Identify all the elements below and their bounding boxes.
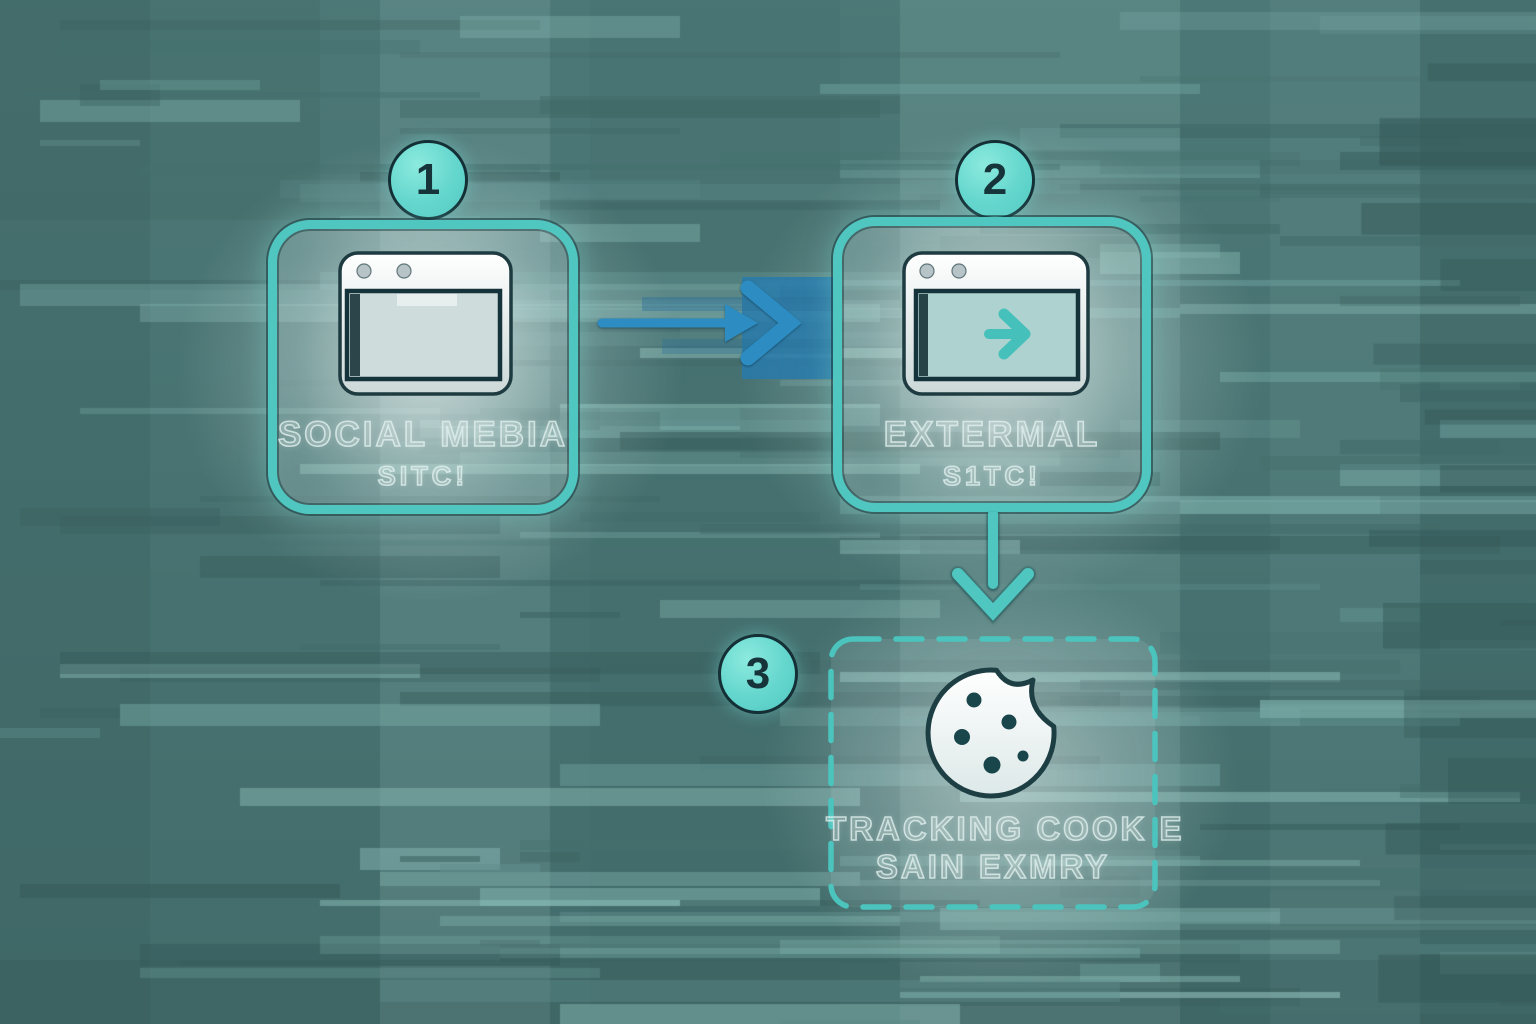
window-dot-icon	[951, 263, 967, 279]
step-3-title: TRACKING COOK E	[825, 809, 1185, 848]
blue-glitch-streak	[642, 297, 840, 311]
step-3-subtitle: SAIN EXMRY	[875, 847, 1111, 886]
cookie-chip	[1017, 750, 1029, 762]
step-1-subtitle: SITC!	[377, 460, 469, 492]
step-2-number: 2	[982, 155, 1008, 204]
browser-window-redirect-icon	[902, 251, 1090, 396]
step-1-badge: 1	[388, 140, 468, 220]
step-2-subtitle: S1TC!	[942, 460, 1041, 492]
flow-arrow-right-icon	[597, 280, 802, 366]
step-1-title: SOCIAL MEBIA	[277, 414, 569, 455]
window-dot-icon	[356, 263, 372, 279]
browser-window-icon	[338, 251, 513, 396]
cookie-chip	[1001, 714, 1017, 730]
cookie-chip	[966, 692, 982, 708]
window-dot-icon	[396, 263, 412, 279]
window-dot-icon	[919, 263, 935, 279]
step-3-badge: 3	[718, 634, 798, 714]
step-3-number: 3	[745, 649, 771, 698]
step-2-title: EXTERMAL	[883, 414, 1101, 455]
cookie-icon	[925, 667, 1057, 799]
step-1-number: 1	[415, 155, 441, 204]
redirect-arrow-icon	[984, 308, 1031, 360]
cookie-chip	[983, 756, 1001, 774]
flow-arrow-down-icon	[950, 512, 1036, 624]
cookie-chip	[954, 729, 970, 745]
step-2-badge: 2	[955, 140, 1035, 220]
